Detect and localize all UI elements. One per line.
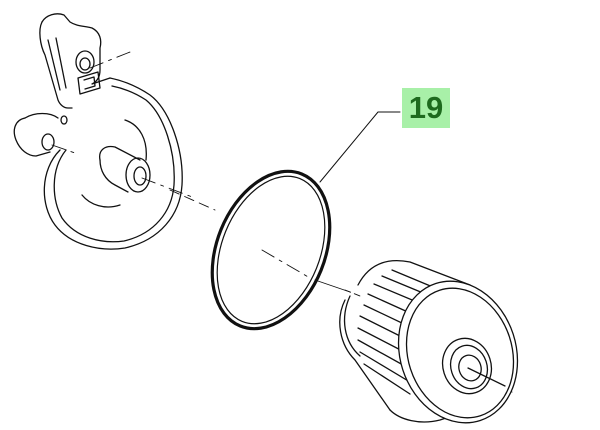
o-ring <box>210 169 332 331</box>
part-number-callout: 19 <box>402 88 450 128</box>
oil-filter-cartridge <box>339 259 519 424</box>
oil-filter-cover <box>13 13 183 250</box>
leader-line <box>319 111 401 183</box>
